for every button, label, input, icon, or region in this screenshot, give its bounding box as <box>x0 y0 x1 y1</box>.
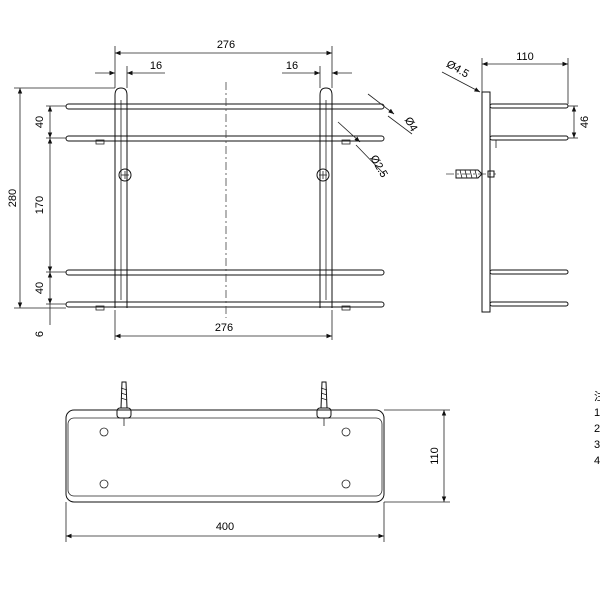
top-inner-frame <box>67 417 383 497</box>
side-shelf-bottom-lower <box>489 301 569 307</box>
dim-top-width: 276 <box>114 39 333 88</box>
rod-brackets <box>95 139 351 311</box>
side-anchor-icon <box>446 169 496 179</box>
dim-wire-diameter: Ø2.5 <box>337 121 390 180</box>
dim-rod-diameter-label: Ø4 <box>402 115 420 134</box>
top-anchor-left-icon <box>116 381 132 426</box>
dim-right-offset: 16 <box>282 60 352 88</box>
side-view: 110 Ø4.5 46 <box>441 51 591 313</box>
dim-overall-height-label: 280 <box>7 189 19 207</box>
note-line: 注 <box>594 389 600 403</box>
dim-bottom-width: 276 <box>114 310 333 340</box>
mount-hole-icon <box>341 479 351 489</box>
dim-left-offset: 16 <box>95 60 165 88</box>
side-shelf-top-upper <box>489 103 569 109</box>
dim-top-width-label: 276 <box>217 39 235 51</box>
dim-hole-diameter-label: Ø4.5 <box>444 58 471 80</box>
top-anchor-right-icon <box>316 381 332 426</box>
dim-middle-gap-label: 170 <box>34 196 46 214</box>
note-line: 4 <box>594 455 600 467</box>
note-line: 2 <box>594 423 600 435</box>
dim-top-width-400-label: 400 <box>216 521 234 533</box>
note-line: 3 <box>594 439 600 451</box>
dim-rod-diameter: Ø4 <box>367 93 420 135</box>
dim-top-gap-label: 40 <box>34 116 46 128</box>
dim-hole-diameter: Ø4.5 <box>441 58 481 93</box>
dim-overall-height: 280 <box>7 87 115 309</box>
side-shelf-top-lower <box>489 135 569 141</box>
note-line: 1 <box>594 407 600 419</box>
dim-side-depth-label: 110 <box>516 51 534 63</box>
dim-shelf-height: 46 <box>568 105 591 139</box>
dim-bottom-width-label: 276 <box>215 322 233 334</box>
dim-wire-diameter-label: Ø2.5 <box>367 153 389 180</box>
screw-right-icon <box>316 168 330 182</box>
notes: 注 1 2 3 4 <box>594 389 600 467</box>
screw-left-icon <box>118 168 132 182</box>
top-view: 110 400 <box>65 381 450 542</box>
dim-right-offset-label: 16 <box>286 60 298 72</box>
side-shelf-bottom-upper <box>489 269 569 275</box>
mount-hole-icon <box>99 427 109 437</box>
dim-base-offset-label: 6 <box>34 331 46 337</box>
mount-hole-icon <box>341 427 351 437</box>
dim-top-width: 400 <box>65 502 385 542</box>
shelf-rods <box>65 103 385 308</box>
dim-shelf-height-label: 46 <box>579 116 591 128</box>
dim-stack: 40 170 40 6 <box>34 105 66 337</box>
front-view: 276 16 16 280 <box>7 39 419 340</box>
dim-left-offset-label: 16 <box>150 60 162 72</box>
dim-side-depth: 110 <box>481 51 569 104</box>
left-frame <box>114 87 128 308</box>
side-back-plate <box>481 91 491 313</box>
dim-top-depth: 110 <box>384 409 450 503</box>
top-outer-frame <box>65 409 385 503</box>
dim-top-depth-label: 110 <box>429 447 441 465</box>
mount-hole-icon <box>99 479 109 489</box>
right-frame <box>319 87 333 308</box>
dim-bottom-gap-label: 40 <box>34 282 46 294</box>
